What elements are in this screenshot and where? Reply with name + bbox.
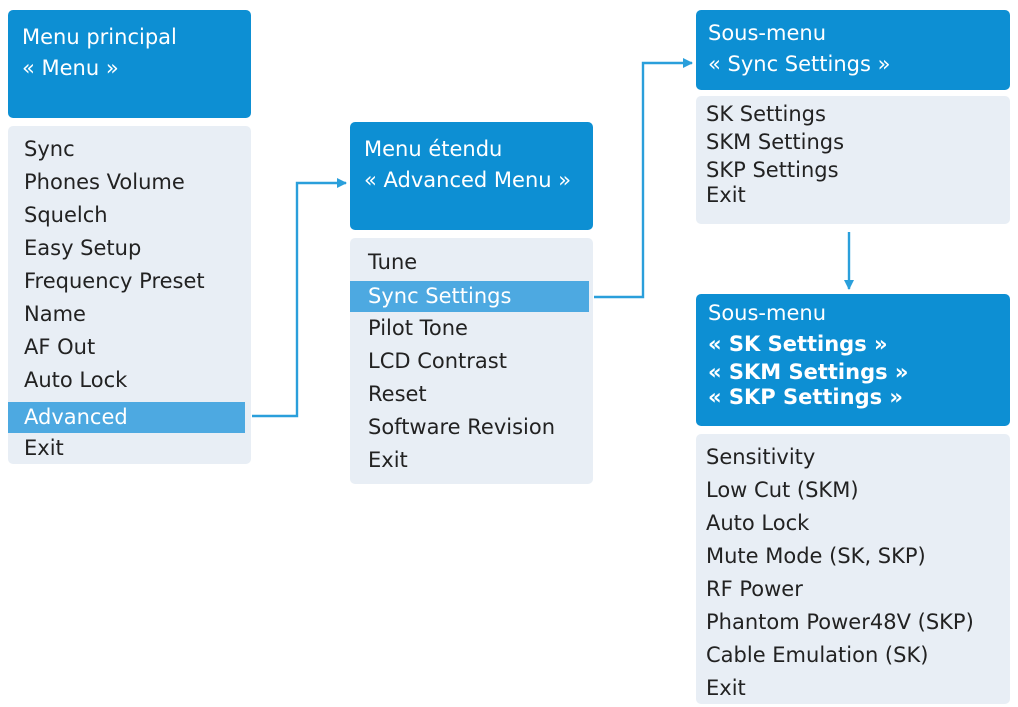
arrow-advanced-to-advanced-menu — [252, 178, 347, 418]
device-submenu-item-rf-power[interactable]: RF Power — [706, 577, 803, 601]
sync-submenu-item-sk-settings[interactable]: SK Settings — [706, 102, 826, 126]
advanced-menu-item-lcd-contrast[interactable]: LCD Contrast — [368, 349, 507, 373]
advanced-menu-title: Menu étendu — [364, 137, 503, 161]
advanced-menu-header: Menu étendu « Advanced Menu » — [350, 122, 593, 230]
device-submenu-list: Sensitivity Low Cut (SKM) Auto Lock Mute… — [696, 434, 1010, 704]
main-menu-item-af-out[interactable]: AF Out — [24, 335, 96, 359]
sync-submenu-list: SK Settings SKM Settings SKP Settings Ex… — [696, 96, 1010, 224]
device-submenu-item-mute-mode[interactable]: Mute Mode (SK, SKP) — [706, 544, 926, 568]
sync-submenu-header: Sous-menu « Sync Settings » — [696, 10, 1010, 90]
main-menu-item-exit[interactable]: Exit — [24, 436, 64, 460]
main-menu-list: Sync Phones Volume Squelch Easy Setup Fr… — [8, 126, 251, 464]
device-submenu-item-sensitivity[interactable]: Sensitivity — [706, 445, 816, 469]
sync-submenu-item-skm-settings[interactable]: SKM Settings — [706, 130, 845, 154]
device-submenu-subtitle-skp: « SKP Settings » — [708, 385, 903, 409]
device-submenu-title: Sous-menu — [708, 301, 827, 325]
main-menu-item-name[interactable]: Name — [24, 302, 86, 326]
advanced-menu-list: Tune Sync Settings Pilot Tone LCD Contra… — [350, 238, 593, 484]
arrow-sync-settings-to-sync-submenu — [594, 58, 693, 299]
device-submenu-item-phantom-power[interactable]: Phantom Power48V (SKP) — [706, 610, 974, 634]
device-submenu-item-auto-lock[interactable]: Auto Lock — [706, 511, 810, 535]
main-menu-header: Menu principal « Menu » — [8, 10, 251, 118]
main-menu-item-phones-volume[interactable]: Phones Volume — [24, 170, 185, 194]
device-submenu-item-cable-emulation[interactable]: Cable Emulation (SK) — [706, 643, 929, 667]
main-menu-item-frequency-preset[interactable]: Frequency Preset — [24, 269, 205, 293]
device-submenu-subtitle-sk: « SK Settings » — [708, 332, 888, 356]
sync-submenu-item-skp-settings[interactable]: SKP Settings — [706, 158, 839, 182]
main-menu-item-squelch[interactable]: Squelch — [24, 203, 108, 227]
device-submenu-item-exit[interactable]: Exit — [706, 676, 746, 700]
advanced-menu-item-tune[interactable]: Tune — [368, 250, 418, 274]
advanced-menu-item-exit[interactable]: Exit — [368, 448, 408, 472]
sync-submenu-subtitle: « Sync Settings » — [708, 52, 891, 76]
main-menu-title: Menu principal — [22, 25, 177, 49]
main-menu-item-easy-setup[interactable]: Easy Setup — [24, 236, 142, 260]
device-submenu-header: Sous-menu « SK Settings » « SKM Settings… — [696, 294, 1010, 426]
advanced-menu-item-pilot-tone[interactable]: Pilot Tone — [368, 316, 468, 340]
advanced-menu-subtitle: « Advanced Menu » — [364, 168, 572, 192]
advanced-menu-item-reset[interactable]: Reset — [368, 382, 427, 406]
device-submenu-item-low-cut[interactable]: Low Cut (SKM) — [706, 478, 859, 502]
device-submenu-subtitle-skm: « SKM Settings » — [708, 360, 909, 384]
advanced-menu-item-software-revision[interactable]: Software Revision — [368, 415, 556, 439]
main-menu-subtitle: « Menu » — [22, 56, 119, 80]
main-menu-item-auto-lock[interactable]: Auto Lock — [24, 368, 128, 392]
sync-submenu-item-exit[interactable]: Exit — [706, 183, 746, 207]
main-menu-item-advanced[interactable]: Advanced — [8, 402, 245, 433]
sync-submenu-title: Sous-menu — [708, 21, 827, 45]
advanced-menu-item-sync-settings[interactable]: Sync Settings — [350, 281, 589, 312]
main-menu-item-sync[interactable]: Sync — [24, 137, 75, 161]
